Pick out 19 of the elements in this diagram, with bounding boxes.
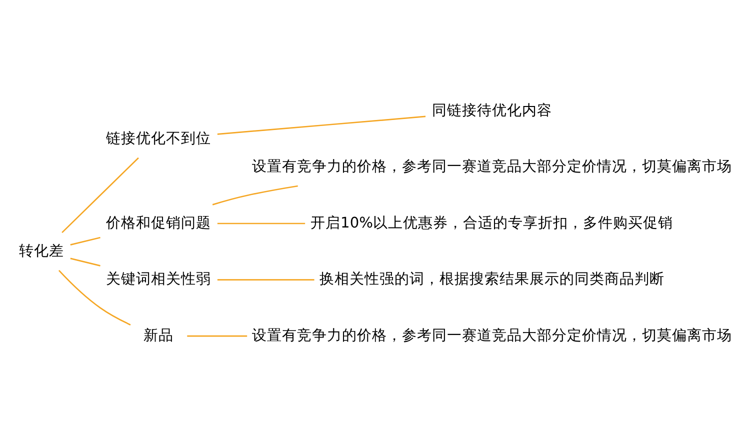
connector bbox=[217, 279, 314, 280]
node-text: 关键词相关性弱 bbox=[106, 270, 212, 288]
node-text: 设置有竞争力的价格，参考同一赛道竞品大部分定价情况，切莫偏离市场 bbox=[252, 326, 732, 344]
connector bbox=[70, 258, 100, 266]
node-text: 转化差 bbox=[18, 242, 64, 260]
connector bbox=[217, 222, 306, 224]
connector bbox=[217, 116, 426, 135]
node-text: 设置有竞争力的价格，参考同一赛道竞品大部分定价情况，切莫偏离市场 bbox=[252, 158, 732, 176]
node-text: 价格和促销问题 bbox=[106, 214, 212, 232]
connector bbox=[58, 270, 131, 326]
connector bbox=[212, 185, 298, 206]
node-text: 换相关性强的词，根据搜索结果展示的同类商品判断 bbox=[319, 270, 664, 288]
connector bbox=[187, 335, 248, 337]
node-text: 链接优化不到位 bbox=[106, 130, 212, 147]
connector bbox=[70, 236, 100, 246]
node-text: 新品 bbox=[144, 326, 174, 344]
node-text: 开启10%以上优惠券，合适的专享折扣，多件购买促销 bbox=[310, 214, 673, 232]
node-text: 同链接待优化内容 bbox=[432, 102, 552, 119]
connector bbox=[62, 157, 139, 234]
